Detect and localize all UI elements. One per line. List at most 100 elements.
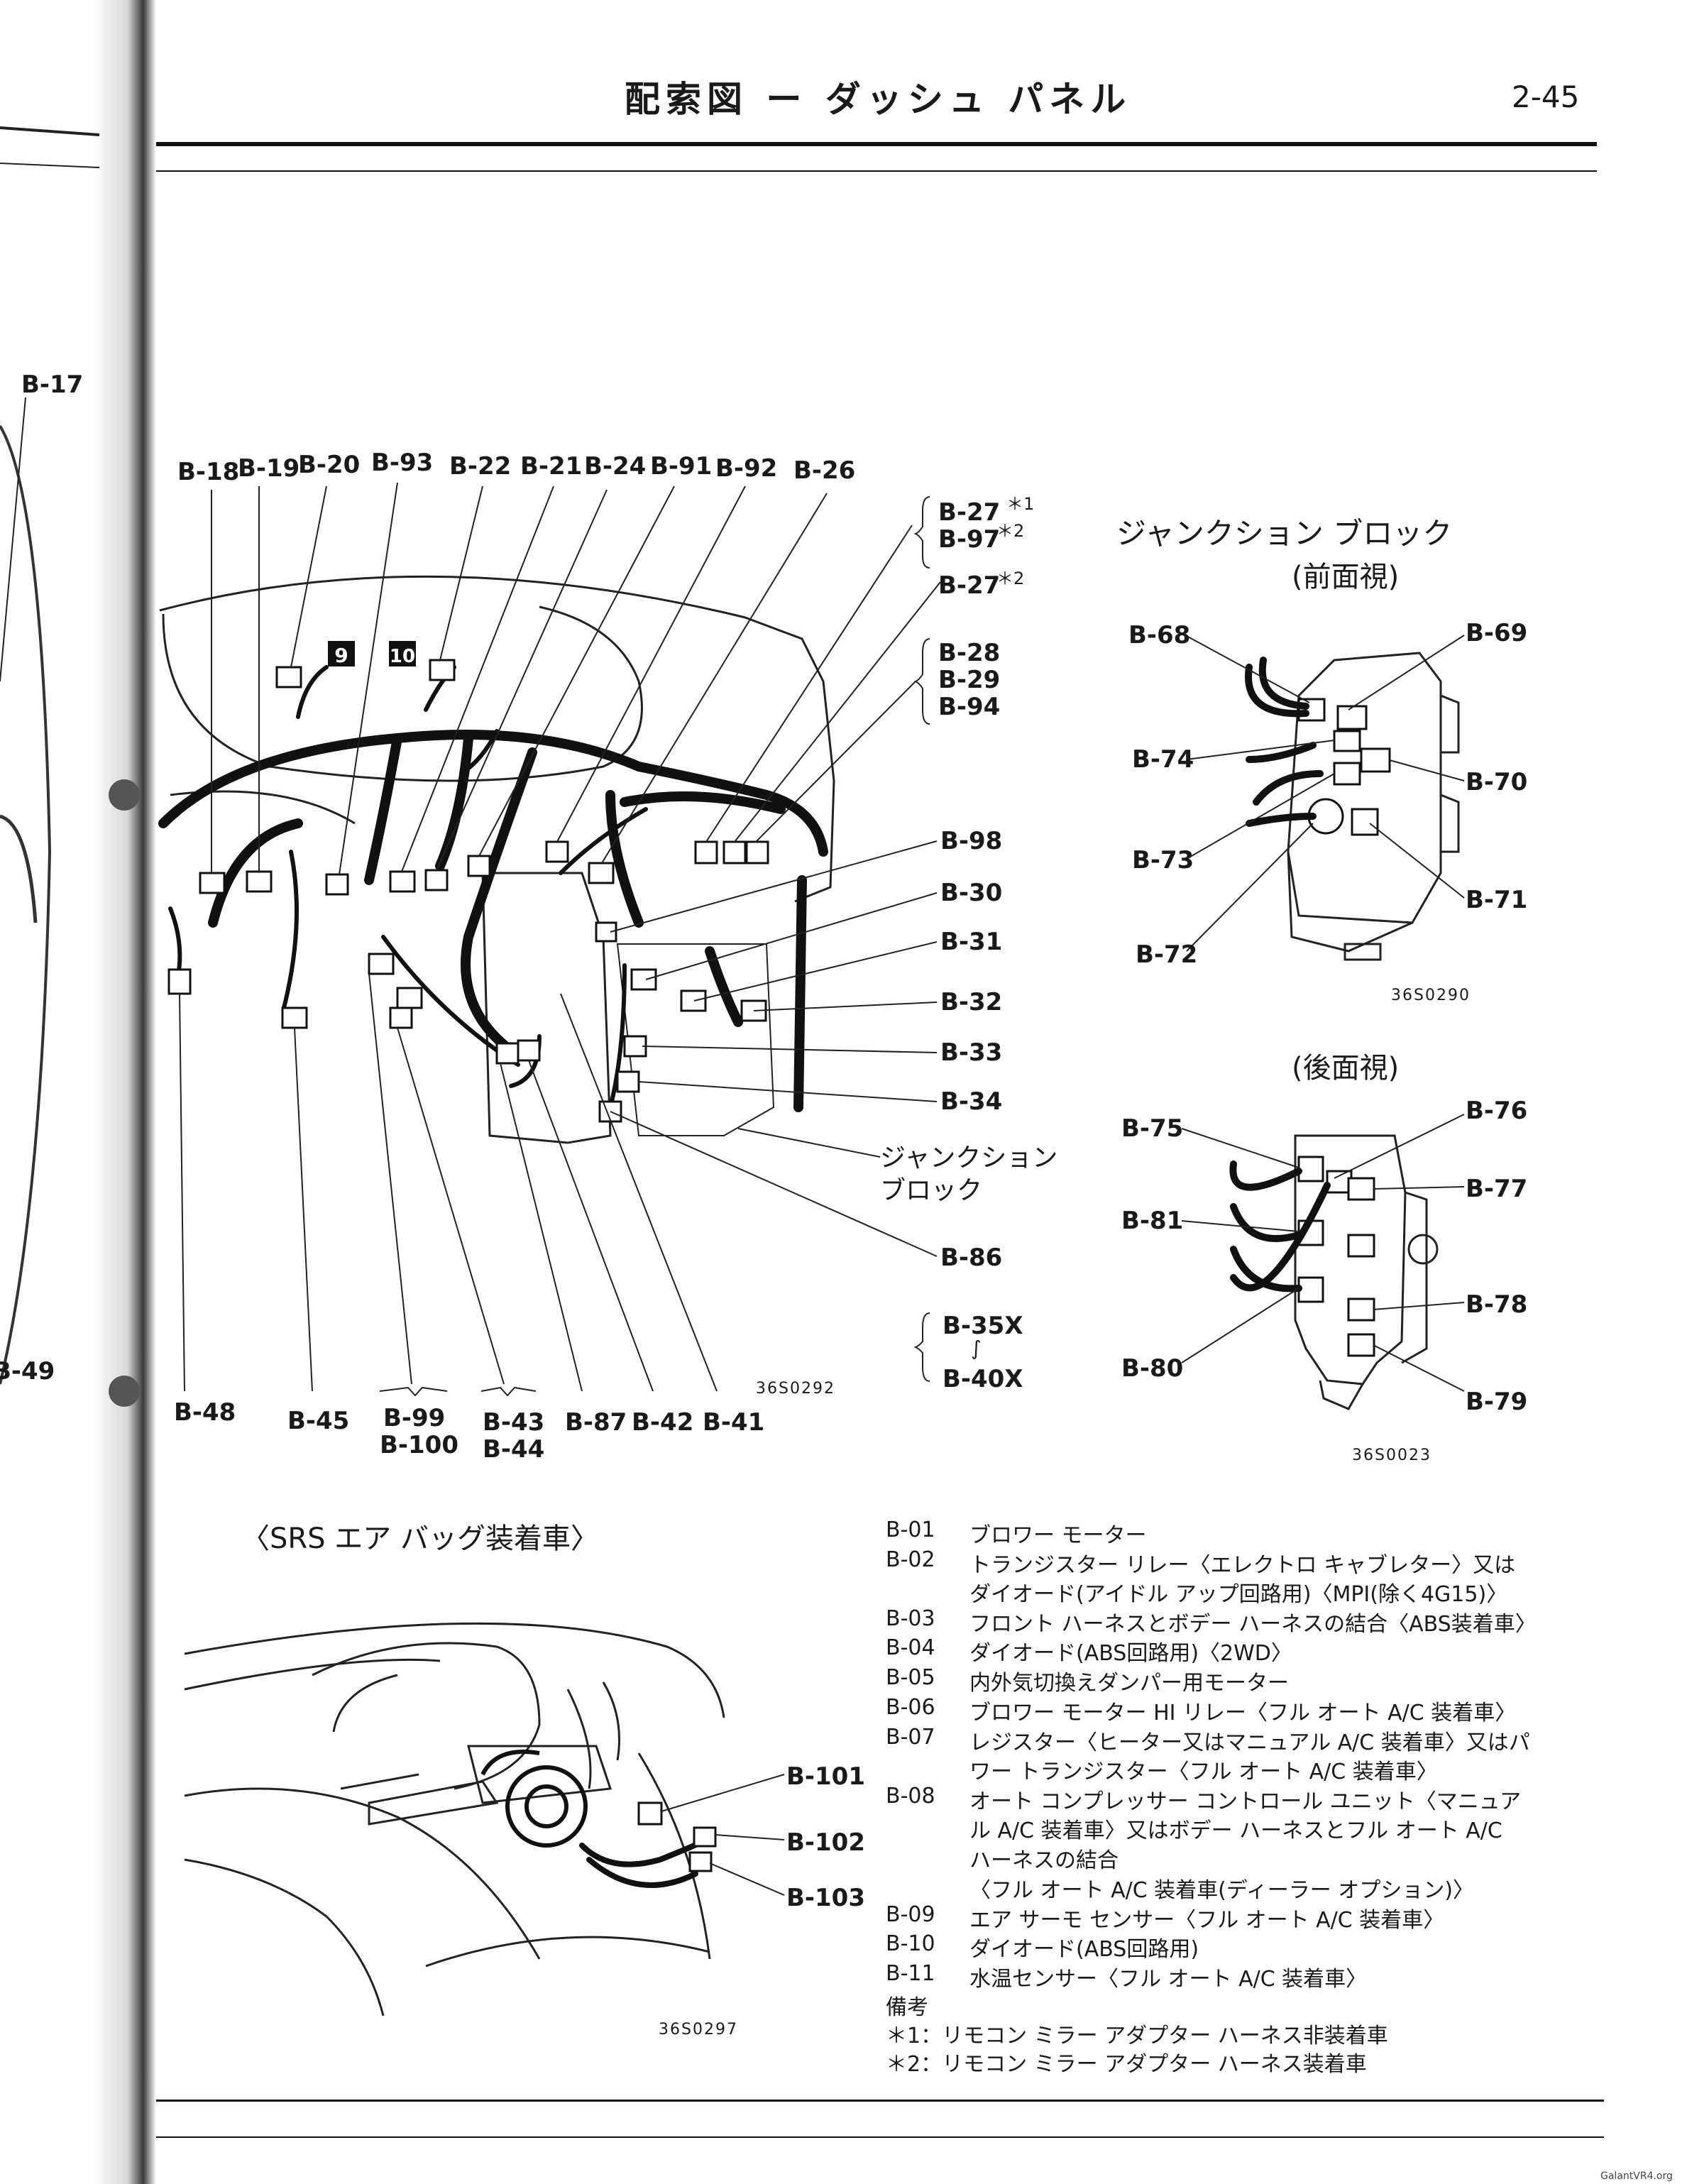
legend-text-B-10: ダイオード(ABS回路用) [969,1937,1199,1962]
label-B-73: B-73 [1132,846,1194,874]
label-B-27-a: B-27 [938,498,1001,527]
label-B-91: B-91 [650,452,713,481]
label-B-70: B-70 [1466,768,1528,796]
legend-text-B-08-l4: 〈フル オート A/C 装着車(ディーラー オプション)〉 [969,1878,1475,1903]
legend-code-B-07: B-07 [886,1725,935,1750]
label-B-44: B-44 [483,1435,545,1464]
legend-text-B-04: ダイオード(ABS回路用)〈2WD〉 [969,1641,1292,1666]
watermark: GalantVR4.org [1600,2171,1673,2182]
footer-rule-thin [156,2136,1604,2138]
label-B-79: B-79 [1466,1388,1528,1416]
label-B-76: B-76 [1466,1097,1528,1125]
junction-block-title: ジャンクション ブロック [1116,516,1453,551]
header-rule-thin [156,170,1597,172]
label-B-22: B-22 [449,452,512,481]
label-B-86: B-86 [940,1244,1003,1272]
legend-code-B-06: B-06 [886,1695,935,1720]
label-B-68: B-68 [1128,621,1191,649]
legend-text-B-08-l2: ル A/C 装着車〉又はボデー ハーネスとフル オート A/C [969,1818,1502,1843]
legend-code-B-10: B-10 [886,1931,935,1956]
label-B-24: B-24 [584,452,647,481]
figure-code-36S0292: 36S0292 [756,1380,835,1398]
label-B-18: B-18 [177,458,240,486]
legend-text-B-09: エア サーモ センサー〈フル オート A/C 装着車〉 [969,1908,1445,1933]
label-B-80: B-80 [1121,1354,1184,1383]
label-B-102: B-102 [786,1828,865,1857]
page-binding-shadow [0,0,156,2184]
marker-9: 9 [334,644,348,667]
label-B-74: B-74 [1132,745,1194,774]
label-B-99: B-99 [383,1404,446,1432]
legend-code-B-02: B-02 [886,1547,935,1572]
legend-text-B-02-l2: ダイオード(アイドル アップ回路用)〈MPI(除く4G15)〉 [969,1582,1508,1607]
label-B-31: B-31 [940,928,1003,956]
legend-text-B-01: ブロワー モーター [969,1523,1147,1548]
srs-section-title: 〈SRS エア バッグ装着車〉 [241,1522,600,1555]
marker-10: 10 [390,646,415,667]
label-B-35X: B-35X [943,1312,1023,1340]
junction-block-label-line2: ブロック [880,1176,983,1205]
label-B-103: B-103 [786,1884,865,1912]
label-B-19: B-19 [238,454,300,483]
legend-text-B-06: ブロワー モーター HI リレー〈フル オート A/C 装着車〉 [969,1701,1517,1725]
label-B-49: B-49 [0,1357,55,1385]
legend-text-B-08-l1: オート コンプレッサー コントロール ユニット〈マニュア [969,1789,1522,1814]
label-B-75: B-75 [1121,1114,1184,1143]
legend-text-B-07-l1: レジスター〈ヒーター又はマニュアル A/C 装着車〉又はパ [969,1730,1530,1755]
legend-code-B-05: B-05 [886,1665,935,1690]
legend-code-B-01: B-01 [886,1518,935,1542]
label-B-93: B-93 [371,449,434,477]
front-view-caption: (前面視) [1292,561,1400,593]
label-B-17: B-17 [21,371,84,399]
label-B-40X: B-40X [943,1365,1023,1393]
label-B-101: B-101 [786,1762,865,1791]
legend-code-B-09: B-09 [886,1902,935,1927]
label-B-21: B-21 [520,452,583,481]
label-B-30: B-30 [940,879,1003,907]
legend-code-B-03: B-03 [886,1606,935,1631]
figure-code-36S0023: 36S0023 [1352,1447,1432,1464]
label-B-77: B-77 [1466,1175,1528,1203]
label-B-27-b: B-27 [938,571,1001,600]
legend-text-B-07-l2: ワー トランジスター〈フル オート A/C 装着車〉 [969,1760,1438,1784]
label-B-69: B-69 [1466,619,1528,647]
header-rule [156,142,1597,146]
label-B-71: B-71 [1466,886,1528,914]
label-B-48: B-48 [174,1398,236,1427]
notes-heading: 備考 [886,1995,928,2020]
figure-code-36S0290: 36S0290 [1391,987,1471,1004]
label-B-28: B-28 [938,639,1001,667]
legend-code-B-04: B-04 [886,1635,935,1660]
legend-text-B-02-l1: トランジスター リレー〈エレクトロ キャブレター〉又は [969,1553,1516,1578]
superscript-2: ＊2 [996,521,1025,541]
superscript-1: ＊1 [1006,494,1035,514]
label-B-100: B-100 [380,1431,458,1459]
figure-code-36S0297: 36S0297 [659,2021,738,2038]
label-B-72: B-72 [1136,940,1198,969]
label-range-symbol: ∫ [971,1337,982,1360]
label-B-34: B-34 [940,1087,1003,1116]
page-number: 2-45 [1512,79,1580,114]
header-title: 配索図 ー ダッシュ パネル [625,79,1132,120]
label-B-94: B-94 [938,693,1001,721]
rear-view-caption: (後面視) [1292,1052,1400,1085]
label-B-87: B-87 [565,1408,627,1437]
label-B-33: B-33 [940,1038,1003,1067]
label-B-45: B-45 [287,1407,350,1435]
label-B-78: B-78 [1466,1290,1528,1319]
label-B-20: B-20 [298,451,361,479]
legend-code-B-11: B-11 [886,1961,935,1986]
label-B-42: B-42 [632,1408,694,1437]
legend-text-B-03: フロント ハーネスとボデー ハーネスの結合〈ABS装着車〉 [969,1612,1537,1637]
label-B-43: B-43 [483,1408,545,1437]
label-B-98: B-98 [940,827,1003,855]
label-B-81: B-81 [1121,1207,1184,1235]
superscript-2b: ＊2 [996,569,1025,588]
note-item-2: ＊2：リモコン ミラー アダプター ハーネス装着車 [886,2052,1367,2077]
label-B-41: B-41 [703,1408,765,1437]
footer-rule [156,2100,1604,2102]
label-B-29: B-29 [938,666,1001,694]
